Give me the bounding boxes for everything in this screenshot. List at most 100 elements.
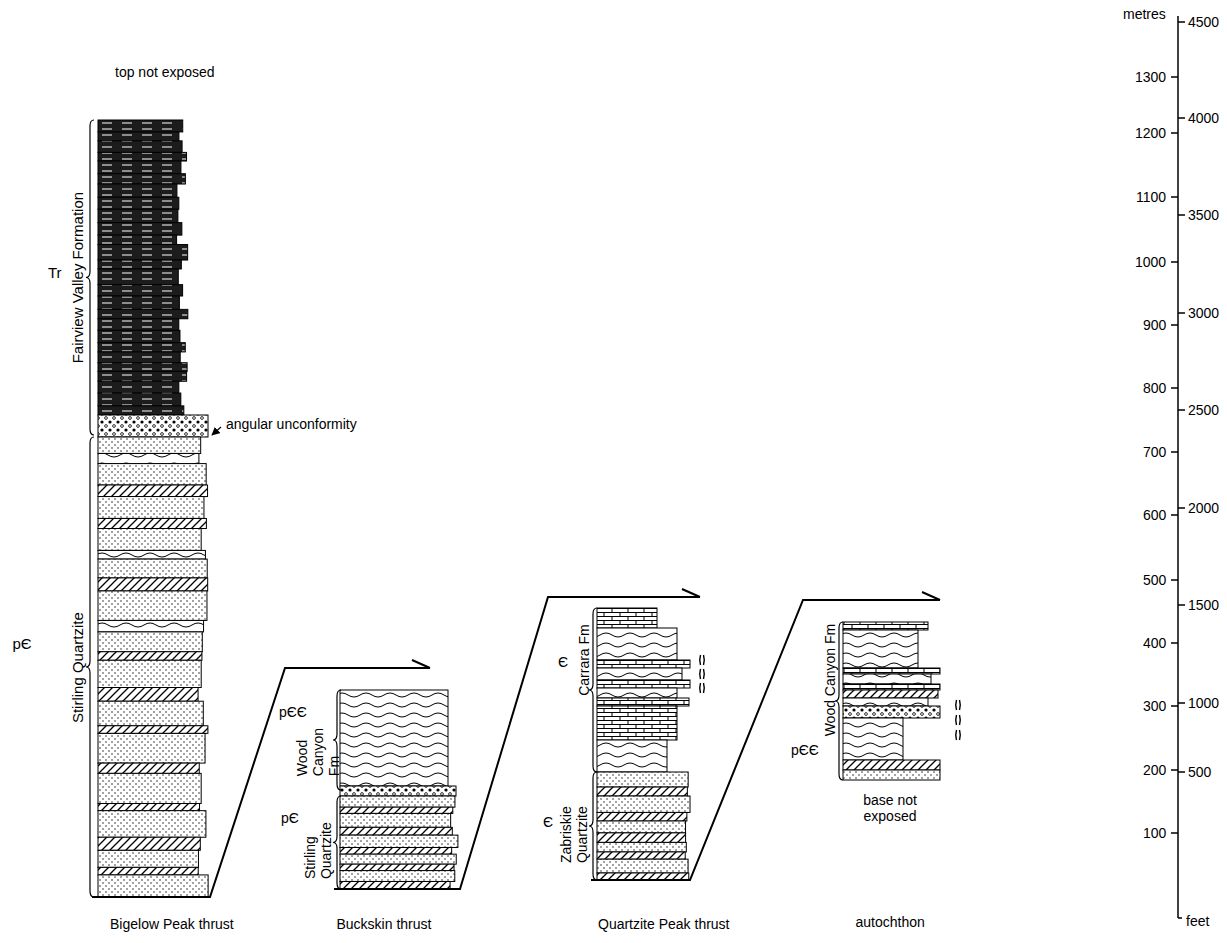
rock-layer <box>597 859 688 873</box>
scale-tick <box>1178 21 1185 23</box>
scale-number: 900 <box>1143 317 1166 333</box>
scale-tick <box>1178 771 1185 773</box>
rock-layer <box>98 132 179 141</box>
scale-number: 1000 <box>1188 695 1219 711</box>
scale-number: 100 <box>1143 825 1166 841</box>
scale-tick <box>1171 196 1178 198</box>
rock-layer <box>340 847 452 854</box>
thrust-line <box>92 660 430 897</box>
formation-name: Wood Canyon Fm <box>294 704 342 776</box>
rock-layer <box>843 684 940 690</box>
rock-layer <box>340 786 456 796</box>
scale-number: 500 <box>1188 764 1211 780</box>
age-symbol: pЄЄ <box>279 704 307 720</box>
rock-layer <box>98 330 180 342</box>
rock-layer <box>597 608 657 628</box>
unit-label: metres <box>1123 6 1166 22</box>
rock-layer <box>340 690 448 786</box>
thrust-line <box>334 589 700 889</box>
rock-layer <box>597 772 688 787</box>
rock-layer <box>98 485 208 497</box>
age-symbol: pЄЄ <box>791 742 819 758</box>
rock-layer <box>98 837 200 850</box>
rock-layer <box>843 674 931 684</box>
rock-layer <box>98 550 205 559</box>
fossil-symbol <box>956 730 961 740</box>
rock-layer <box>98 209 178 222</box>
unit-brace <box>86 120 94 435</box>
rock-layer <box>98 591 207 620</box>
rock-layer <box>340 871 455 882</box>
note: base not exposed <box>853 792 927 824</box>
rock-layer <box>98 296 179 309</box>
scale-number: 2500 <box>1188 402 1219 418</box>
note: autochthon <box>856 914 925 930</box>
scale-tick <box>1178 409 1185 411</box>
rock-layer <box>98 733 205 763</box>
rock-layer <box>98 701 203 726</box>
rock-layer <box>597 873 689 880</box>
rock-layer <box>98 309 188 318</box>
rock-layer <box>340 796 455 807</box>
scale-tick <box>1171 261 1178 263</box>
rock-column <box>843 622 940 780</box>
thrust-name: Bigelow Peak thrust <box>110 916 234 932</box>
rock-layer <box>340 827 452 835</box>
rock-layer <box>98 343 185 352</box>
scale-number: 300 <box>1143 698 1166 714</box>
rock-layer <box>98 260 181 269</box>
rock-layer <box>597 842 686 852</box>
formation-name: Stirling Quartzite <box>302 807 334 879</box>
rock-layer <box>98 804 200 811</box>
rock-layer <box>597 787 687 796</box>
rock-column <box>340 690 458 889</box>
rock-layer <box>340 864 454 870</box>
rock-layer <box>98 726 208 734</box>
scale-tick <box>1171 832 1178 834</box>
rock-layer <box>340 854 456 864</box>
rock-layer <box>597 812 687 821</box>
rock-layer <box>98 120 183 132</box>
rock-layer <box>98 811 206 838</box>
scale-tick <box>1178 604 1185 606</box>
rock-layer <box>98 319 179 331</box>
rock-layer <box>98 381 179 393</box>
rock-layer <box>597 628 677 660</box>
rock-layer <box>597 680 690 688</box>
fossil-symbol <box>956 700 961 710</box>
note: top not exposed <box>115 64 215 80</box>
rock-layer <box>843 630 918 668</box>
rock-layer <box>597 706 677 740</box>
rock-layer <box>98 529 201 551</box>
rock-layer <box>98 464 206 485</box>
scale-number: 3500 <box>1188 207 1219 223</box>
rock-layer <box>843 690 938 698</box>
scale-tick <box>1171 451 1178 453</box>
scale-number: 1500 <box>1188 597 1219 613</box>
scale-number: 1100 <box>1136 189 1166 205</box>
rock-layer <box>98 161 181 174</box>
rock-layer <box>98 285 183 296</box>
scale-number: 200 <box>1143 762 1166 778</box>
rock-layer <box>340 881 450 889</box>
scale-tick <box>1171 387 1178 389</box>
rock-layer <box>843 622 928 630</box>
scale-number: 3000 <box>1188 305 1219 321</box>
rock-layer <box>98 174 185 184</box>
scale-number: 1300 <box>1135 69 1166 85</box>
rock-layer <box>98 152 187 161</box>
scale-number: 700 <box>1143 444 1166 460</box>
age-symbol: pЄ <box>281 810 299 826</box>
scale-tick <box>1178 312 1185 314</box>
rock-layer <box>597 740 667 772</box>
rock-layer <box>98 867 198 875</box>
rock-layer <box>843 698 928 706</box>
rock-layer <box>98 850 198 867</box>
rock-layer <box>98 184 177 197</box>
unit-brace <box>589 772 597 880</box>
rock-layer <box>843 706 940 718</box>
rock-layer <box>597 821 686 833</box>
age-symbol: Є <box>543 814 553 830</box>
